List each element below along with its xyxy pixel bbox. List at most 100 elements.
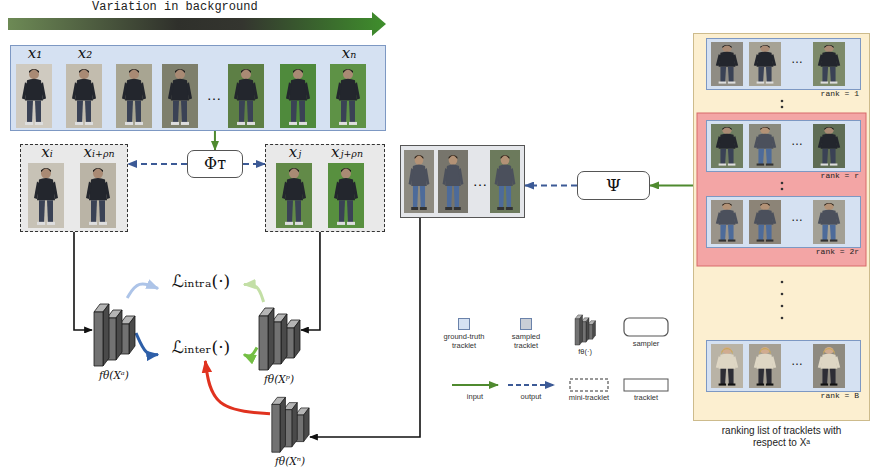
ellipsis: … (791, 355, 803, 369)
mini-tracklet-box: xⱼ xⱼ₊ᵨₙ (265, 144, 385, 232)
network-label: fθ(Xⁿ) (275, 455, 305, 467)
network-icon (272, 397, 309, 452)
ellipsis-dot (781, 100, 784, 103)
legend-text: sampler (621, 340, 671, 349)
loss-arrow (136, 333, 158, 355)
ellipsis-dot (781, 281, 784, 284)
photo-ground (711, 344, 743, 388)
legend-sampler (624, 318, 668, 336)
legend-mini-tracklet (570, 379, 608, 391)
legend-swatch (458, 318, 470, 330)
frame-label: xₙ (342, 45, 357, 62)
feed-line (74, 232, 92, 330)
photo-ground (162, 64, 198, 128)
photo-ground (330, 64, 366, 128)
loss-arrow (205, 361, 270, 414)
photo-ground (16, 64, 52, 128)
loss-label: ℒᵢₙₜₑᵣ(·) (172, 338, 230, 358)
person-photo (754, 127, 776, 166)
ranking-panel-ground (693, 33, 870, 421)
person-photo (286, 69, 310, 125)
photo-ground (749, 200, 781, 244)
legend-tracklet (624, 379, 668, 391)
person-photo (818, 45, 840, 84)
ellipsis: … (791, 53, 803, 67)
legend-swatch (520, 318, 532, 330)
person-photo (72, 69, 96, 125)
person-photo (716, 127, 738, 166)
person-photo (86, 168, 110, 225)
photo-ground (813, 124, 845, 168)
rank-label: rank = 2r (816, 247, 859, 256)
ellipsis: … (791, 211, 803, 225)
mini-tracklet-box: xᵢ xᵢ₊ᵨₙ (20, 144, 128, 232)
photo-ground (438, 150, 468, 213)
variation-arrow (8, 12, 386, 36)
person-photo (716, 203, 738, 242)
output-arrow (243, 163, 265, 165)
person-photo (168, 69, 192, 125)
output-arrow (525, 185, 577, 187)
legend-text: ground-truth tracklet (434, 333, 494, 350)
person-photo (754, 203, 776, 242)
legend-text: fθ(·) (568, 348, 602, 357)
person-photo (818, 347, 840, 386)
person-photo (122, 69, 146, 125)
photo-ground (711, 200, 743, 244)
network-block: fθ(Xᵖ) (257, 302, 301, 372)
sampler-symbol: Φᴛ (204, 155, 226, 173)
network-block: fθ(Xⁿ) (270, 392, 310, 454)
panel-caption: ranking list of tracklets with respect t… (694, 425, 869, 448)
network-label: fθ(Xᵖ) (264, 373, 294, 385)
frame-label: xⱼ₊ᵨₙ (331, 144, 363, 161)
frame-label: xᵢ (41, 144, 52, 161)
sampler-box: Ψ (577, 171, 650, 200)
photo-ground (116, 64, 152, 128)
photo-ground (280, 64, 316, 128)
frame-label: x₁ (28, 45, 42, 62)
person-photo (334, 168, 358, 225)
feed-line (301, 232, 320, 330)
person-photo (716, 347, 738, 386)
sampler-box: Φᴛ (187, 150, 243, 178)
input-arrow (650, 184, 693, 186)
frame-label: xⱼ (289, 144, 301, 161)
ranked-tracklet: …rank = 2r (706, 196, 861, 248)
legend-text: sampled tracklet (500, 333, 552, 350)
sampled-tracklet-box: … (400, 145, 525, 218)
photo-ground (80, 163, 116, 228)
feed-line (310, 218, 420, 437)
ellipsis-dot (781, 305, 784, 308)
network-icon (259, 308, 300, 370)
ellipsis: … (473, 172, 488, 189)
network-block: fθ(Xᵃ) (92, 298, 136, 368)
frame-label: xᵢ₊ᵨₙ (83, 144, 114, 161)
photo-ground (749, 42, 781, 86)
photo-ground (328, 163, 364, 228)
photo-ground (813, 200, 845, 244)
ranking-panel: ranking list of tracklets with respect t… (693, 33, 870, 421)
legend-text: tracklet (623, 394, 669, 403)
frame-label: x₂ (78, 45, 92, 62)
legend-output-arrow (508, 384, 554, 386)
ellipsis: … (207, 86, 222, 103)
loss-arrow (244, 284, 264, 302)
ellipsis-dot (781, 293, 784, 296)
person-photo (234, 69, 258, 125)
rank-label: rank = 1 (821, 89, 859, 98)
ellipsis-dot (781, 317, 784, 320)
ellipsis-dot (781, 182, 784, 185)
person-photo (818, 203, 840, 242)
legend-text: input (455, 393, 495, 402)
person-photo (754, 347, 776, 386)
photo-ground (749, 124, 781, 168)
axis-label: Variation in background (92, 1, 258, 15)
photo-ground (813, 42, 845, 86)
legend-text: mini-tracklet (568, 394, 610, 403)
legend-text: output (511, 393, 551, 402)
photo-ground (813, 344, 845, 388)
ranked-tracklet: …rank = B (706, 340, 861, 392)
loss-label: ℒᵢₙₜᵣₐ(·) (172, 272, 230, 292)
ellipsis: … (791, 135, 803, 149)
photo-ground (711, 42, 743, 86)
